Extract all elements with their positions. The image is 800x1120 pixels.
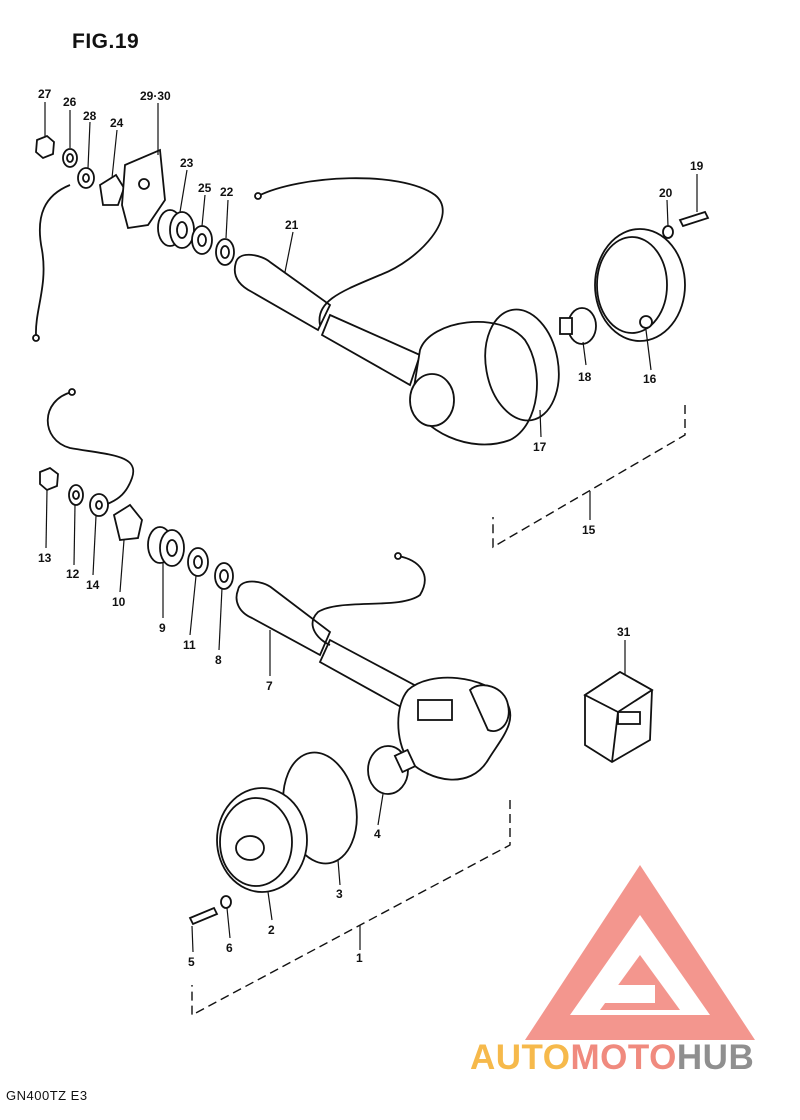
bracket-24 [99,173,125,206]
washer-20 [662,225,674,239]
label-29-30: 29·30 [140,89,171,103]
label-31: 31 [617,625,631,639]
label-7: 7 [266,679,273,693]
label-9: 9 [159,621,166,635]
upper-turn-signal-assembly [32,134,710,446]
lower-turn-signal-assembly [39,388,512,926]
wire-lower [311,555,426,646]
label-23: 23 [180,156,194,170]
ground-wire-upper [35,184,71,336]
label-24: 24 [110,116,124,130]
washer-6 [220,895,232,909]
part-number-labels: 27 26 28 24 29·30 23 25 22 21 19 20 18 1… [38,87,704,969]
label-26: 26 [63,95,77,109]
group-brackets [191,405,686,1017]
model-label: GN400TZ E3 [6,1088,88,1103]
flasher-relay-31 [583,670,654,764]
label-4: 4 [374,827,381,841]
stem-21 [233,253,332,332]
wire-upper [257,177,444,326]
label-15: 15 [582,523,596,537]
label-10: 10 [112,595,126,609]
label-11: 11 [183,638,196,652]
watermark-part2: MOTO [570,1038,677,1077]
label-12: 12 [66,567,80,581]
figure-title: FIG.19 [72,30,140,53]
nut-13 [39,466,59,492]
label-2: 2 [268,923,275,937]
nut-27 [35,134,55,160]
label-28: 28 [83,109,97,123]
bracket-10 [112,503,143,541]
leader-lines [44,102,698,953]
label-5: 5 [188,955,195,969]
screw-19 [678,210,710,228]
label-16: 16 [643,372,657,386]
label-25: 25 [198,181,212,195]
label-27: 27 [38,87,52,101]
label-3: 3 [336,887,343,901]
label-22: 22 [220,185,234,199]
label-21: 21 [285,218,299,232]
watermark-text: AUTOMOTOHUB [470,1038,754,1078]
ground-wire-lower [46,391,135,506]
label-1: 1 [356,951,363,965]
gasket-17 [484,308,560,422]
label-8: 8 [215,653,222,667]
stem-7 [235,580,332,657]
label-6: 6 [226,941,233,955]
label-13: 13 [38,551,52,565]
watermark-part1: AUTO [470,1038,571,1077]
label-18: 18 [578,370,592,384]
label-20: 20 [659,186,673,200]
label-14: 14 [86,578,100,592]
screw-5 [188,906,219,926]
watermark-logo-icon [525,865,755,1040]
watermark-part3: HUB [676,1038,755,1077]
label-19: 19 [690,159,704,173]
label-17: 17 [533,440,547,454]
